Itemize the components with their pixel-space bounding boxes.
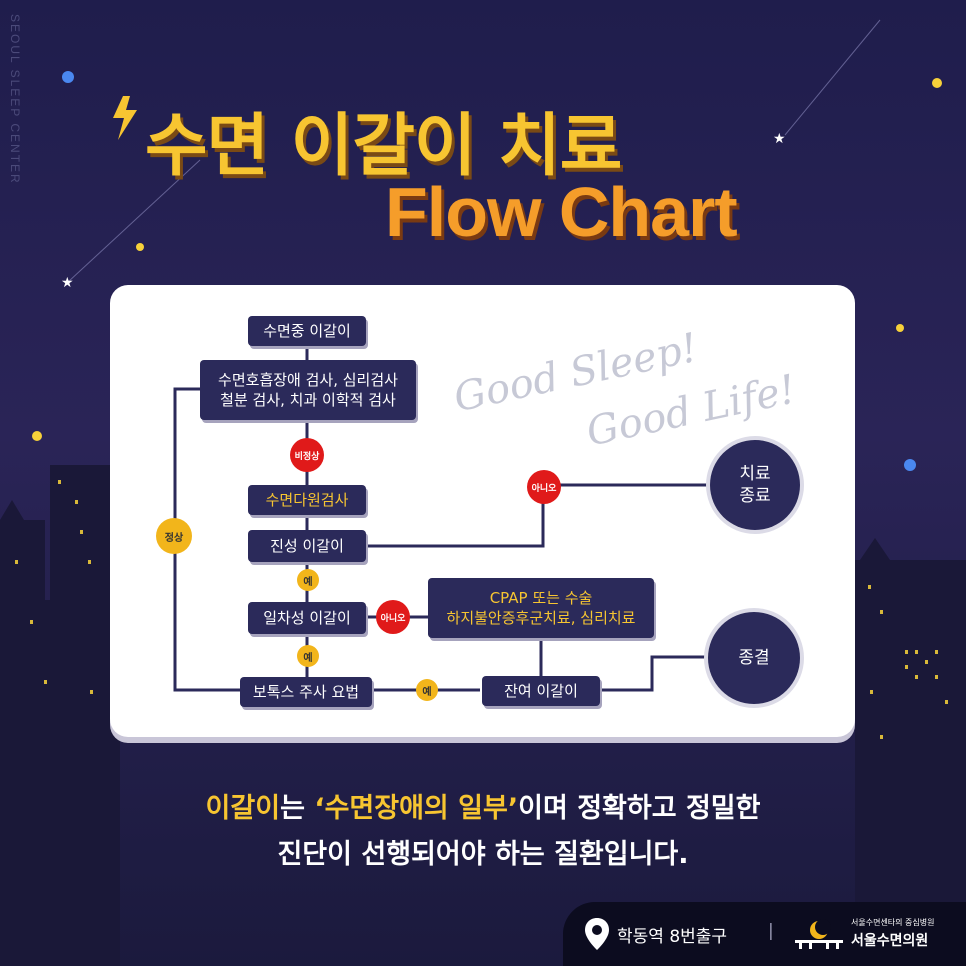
footer-bar: 학동역 8번출구 | 서울수면센타의 중심병원 서울수면의원: [563, 902, 966, 966]
logo-clinic-name: 서울수면의원: [851, 933, 929, 949]
message-text: 이며 정확하고 정밀한: [518, 793, 761, 824]
node-end-treatment: 치료 종료: [710, 440, 800, 530]
shooting-star-trail: [67, 159, 201, 283]
star-dot: [932, 78, 942, 88]
location-text: 학동역 8번출구: [617, 927, 728, 947]
node-text-line: CPAP 또는 수술: [489, 589, 593, 607]
node-nocturnal-bruxism: 수면중 이갈이: [248, 316, 366, 346]
bottom-message-line1: 이갈이는 ‘수면장애의 일부’이며 정확하고 정밀한: [0, 786, 966, 825]
message-text: 는: [280, 793, 315, 824]
star-dot: [32, 431, 42, 441]
connector-line: [600, 655, 708, 692]
node-text: 수면다원검사: [265, 491, 349, 509]
node-text-line: 하지불안증후군치료, 심리치료: [446, 609, 636, 627]
node-polysomnography: 수면다원검사: [248, 485, 366, 515]
highlight-text: 이갈이: [205, 793, 281, 824]
badge-yes: 예: [416, 679, 438, 701]
node-botox-therapy: 보톡스 주사 요법: [240, 677, 372, 707]
node-text-line: 철분 검사, 치과 이학적 검사: [220, 391, 396, 409]
location-pin-icon: [585, 918, 609, 950]
connector-line: [366, 483, 710, 548]
node-residual-bruxism: 잔여 이갈이: [482, 676, 600, 706]
star-dot: [896, 324, 904, 332]
badge-yes: 예: [297, 569, 319, 591]
node-closure: 종결: [708, 612, 800, 704]
badge-no: 아니오: [376, 600, 410, 634]
badge-abnormal: 비정상: [290, 438, 324, 472]
badge-no: 아니오: [527, 470, 561, 504]
lightning-icon: [113, 96, 137, 140]
side-watermark: SEOUL SLEEP CENTER: [8, 14, 22, 185]
circle-text-line: 종료: [739, 486, 771, 506]
badge-normal: 정상: [156, 518, 192, 554]
shooting-star-trail: [784, 19, 881, 136]
page-title: 수면 이갈이 치료: [145, 107, 622, 186]
city-skyline-left: [0, 465, 120, 966]
star-dot: [136, 243, 144, 251]
building-windows: [15, 480, 948, 739]
highlight-text: ‘수면장애의 일부’: [314, 793, 519, 824]
circle-text-line: 치료: [739, 464, 771, 484]
node-cpap-surgery: CPAP 또는 수술 하지불안증후군치료, 심리치료: [428, 578, 654, 638]
star-dot: [904, 459, 916, 471]
logo-tagline: 서울수면센타의 중심병원: [851, 918, 935, 927]
star-dot: [62, 71, 74, 83]
node-text-line: 수면호흡장애 검사, 심리검사: [218, 371, 398, 389]
node-primary-bruxism: 일차성 이갈이: [248, 602, 366, 634]
sparkle-icon: ★: [773, 131, 786, 147]
footer-divider: |: [768, 921, 774, 941]
node-true-bruxism: 진성 이갈이: [248, 530, 366, 562]
sparkle-icon: ★: [61, 275, 74, 291]
page-subtitle: Flow Chart: [385, 173, 738, 251]
bottom-message-line2: 진단이 선행되어야 하는 질환입니다.: [277, 839, 689, 870]
badge-yes: 예: [297, 645, 319, 667]
node-screening-tests: 수면호흡장애 검사, 심리검사 철분 검사, 치과 이학적 검사: [200, 360, 416, 420]
clinic-logo-icon: [795, 919, 843, 949]
